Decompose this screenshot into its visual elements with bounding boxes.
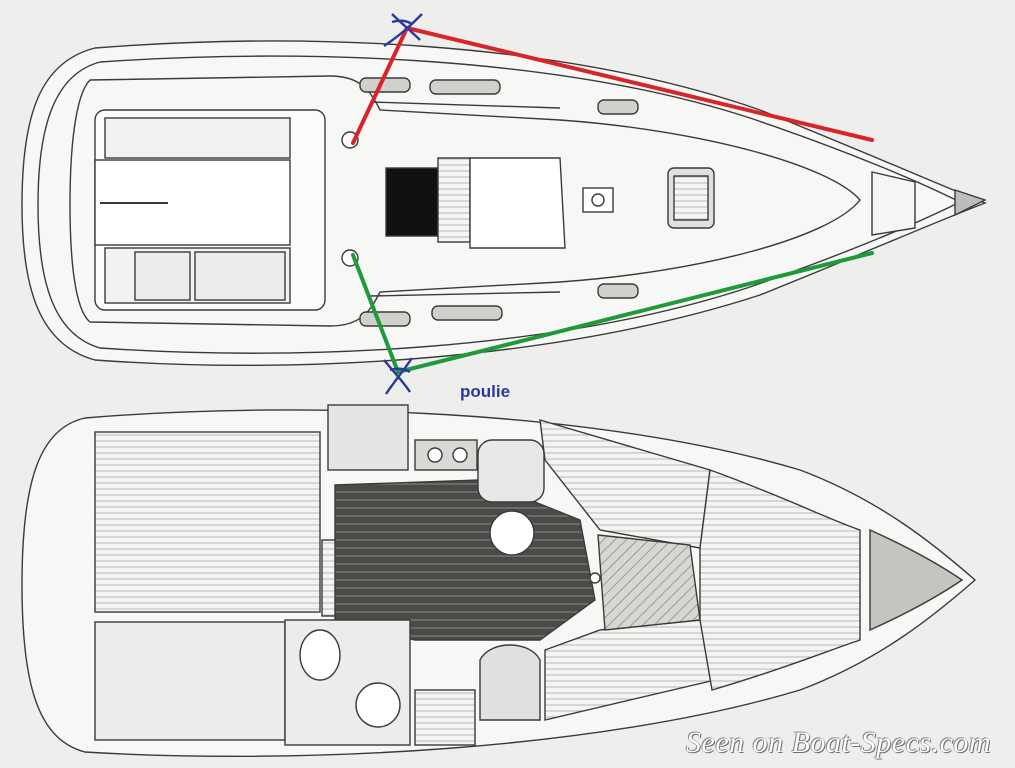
mast-base [582,187,614,213]
stove [414,439,478,471]
bow-roller [954,189,987,217]
interior-plan [21,404,977,758]
forward-berth [699,469,861,691]
companionway [385,167,439,237]
hanging-locker [414,689,476,746]
head-compartment [477,439,545,503]
portlight-3 [597,99,639,115]
companionway-slide [437,157,471,243]
saloon-settee-port [539,419,711,549]
green-sheet-line [351,251,874,375]
aft-berth [94,431,321,613]
aft-head-compartment [284,619,411,746]
mast-step [591,193,605,207]
coachroof-top [469,157,566,249]
cockpit-seat-top [104,117,291,159]
head-basin [489,510,535,556]
deck-plan [21,40,987,367]
genoa-track-port [369,101,561,109]
cockpit-well [94,159,291,246]
cockpit-locker-2 [194,251,286,301]
watermark: Seen on Boat-Specs.com [686,726,992,759]
cockpit-locker-1 [134,251,191,301]
portlight-2 [429,79,501,95]
chain-locker [869,528,964,632]
stove-burner-2 [452,447,468,463]
portlight-6 [597,283,639,299]
pulley-label: poulie [460,382,511,401]
saloon-locker [479,644,541,721]
anchor-locker [871,171,916,236]
cross-mark-icon [383,357,413,395]
coachroof-outline [69,75,861,327]
mast-post [589,572,601,584]
aft-cabin-lower [94,621,286,741]
pulley-mark-bottom [383,357,413,395]
portlight-5 [431,305,503,321]
saloon-table [597,534,701,631]
toilet [299,629,341,681]
genoa-track-starboard [369,291,561,297]
aft-washbasin [355,682,401,728]
pulley-mark-top [383,13,423,47]
portlight-1 [359,77,411,93]
galley-counter [327,404,409,471]
stove-burner-1 [427,447,443,463]
forward-hatch-inner [673,175,709,221]
portlight-4 [359,311,411,327]
cross-mark-icon [383,13,423,47]
